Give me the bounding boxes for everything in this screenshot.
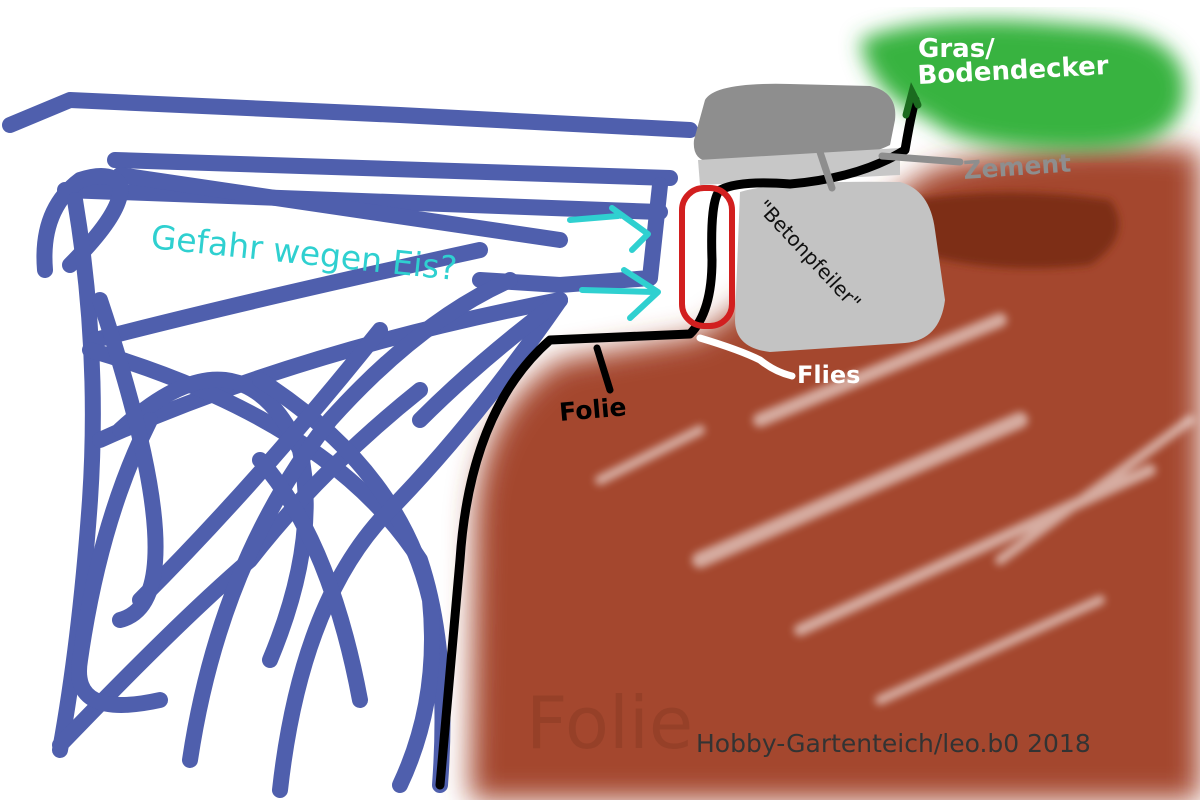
liner-label: Folie: [558, 392, 628, 427]
ice-danger-label: Gefahr wegen Eis?: [149, 217, 459, 288]
watermark: Hobby-Gartenteich/leo.b0 2018: [696, 729, 1091, 758]
grass-label-line1: Gras/: [918, 34, 995, 64]
soil-area: [470, 145, 1200, 800]
liner-ghost-label: Folie: [526, 681, 693, 765]
risk-highlight: [679, 185, 735, 329]
ice-arrows: [567, 205, 661, 321]
pond-water: [2, 92, 698, 798]
liner-end-tuft: [902, 82, 922, 119]
grass-area: [860, 20, 1186, 150]
leader-lines: [593, 124, 964, 394]
concrete-pillar: [735, 181, 945, 352]
fleece-label: Flies: [797, 361, 860, 389]
fleece-layer: [696, 334, 796, 380]
